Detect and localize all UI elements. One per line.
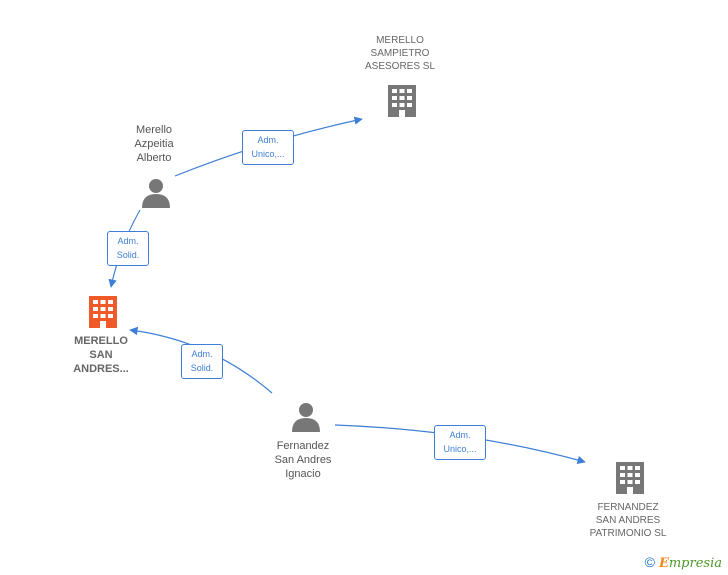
edge-label-ignacio-san-andres[interactable]: Adm. Solid.: [181, 344, 223, 379]
brand-name: Empresia: [658, 556, 722, 571]
node-label-merello-san-andres[interactable]: MERELLO SAN ANDRES...: [73, 335, 129, 375]
building-icon[interactable]: [616, 462, 644, 494]
edge-label-ignacio-patrimonio[interactable]: Adm. Unico,...: [434, 425, 486, 460]
node-label-fernandez-ignacio[interactable]: Fernandez San Andres Ignacio: [274, 440, 332, 480]
edge-label-azpeitia-san-andres[interactable]: Adm. Solid.: [107, 231, 149, 266]
empresia-logo: ©Empresia: [645, 554, 722, 571]
node-label-merello-sampietro[interactable]: MERELLO SAMPIETRO ASESORES SL: [364, 35, 436, 72]
person-icon[interactable]: [142, 179, 170, 208]
building-icon[interactable]: [388, 85, 416, 117]
node-label-fernandez-patrimonio[interactable]: FERNANDEZ SAN ANDRES PATRIMONIO SL: [589, 502, 667, 539]
person-icon[interactable]: [292, 403, 320, 432]
building-icon[interactable]: [89, 296, 117, 328]
edge-label-azpeitia-sampietro[interactable]: Adm. Unico,...: [242, 130, 294, 165]
node-label-merello-azpeitia[interactable]: Merello Azpeitia Alberto: [134, 124, 174, 164]
copyright-icon: ©: [644, 554, 655, 570]
